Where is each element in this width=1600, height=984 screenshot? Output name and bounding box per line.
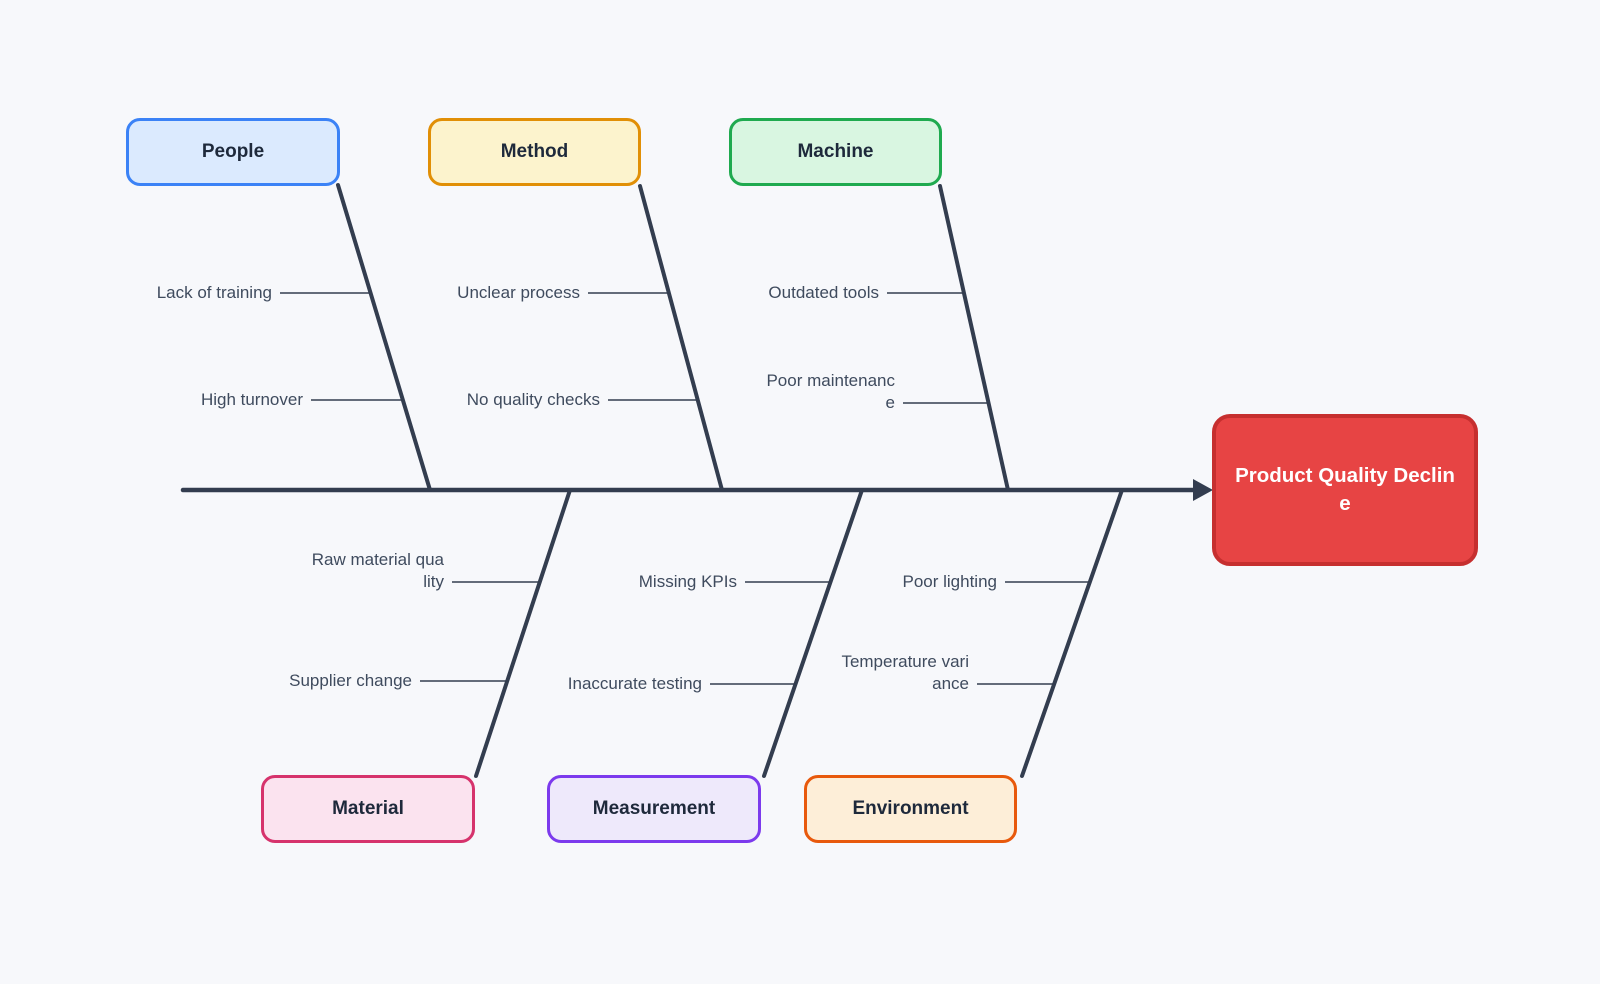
cause-label-missing-kpis: Missing KPIs bbox=[638, 572, 737, 591]
cause-label-poor-maintenance: Poor maintenanc e bbox=[766, 371, 895, 412]
cause-label-inaccurate-testing: Inaccurate testing bbox=[567, 674, 702, 693]
category-label-material: Material bbox=[332, 798, 404, 819]
bone-material bbox=[474, 488, 572, 778]
category-box-machine[interactable]: Machine bbox=[729, 118, 942, 186]
cause-label-lack-of-training: Lack of training bbox=[156, 283, 272, 302]
category-box-environment[interactable]: Environment bbox=[804, 775, 1017, 843]
category-box-people[interactable]: People bbox=[126, 118, 340, 186]
cause-label-high-turnover: High turnover bbox=[200, 390, 303, 409]
cause-label-outdated-tools: Outdated tools bbox=[768, 283, 879, 302]
cause-label-supplier-change: Supplier change bbox=[289, 671, 412, 690]
bone-environment bbox=[1020, 488, 1124, 778]
bone-measurement bbox=[762, 488, 864, 778]
cause-label-no-quality-checks: No quality checks bbox=[466, 390, 600, 409]
category-label-people: People bbox=[201, 141, 265, 162]
category-label-method: Method bbox=[500, 141, 569, 162]
cause-label-unclear-process: Unclear process bbox=[457, 283, 580, 302]
category-label-machine: Machine bbox=[797, 141, 874, 162]
bone-people bbox=[336, 183, 432, 492]
category-label-measurement: Measurement bbox=[592, 798, 716, 819]
effect-box[interactable]: Product Quality Declin e bbox=[1212, 414, 1478, 566]
bone-machine bbox=[938, 184, 1010, 492]
effect-label: Product Quality Declin e bbox=[1235, 464, 1455, 515]
bone-method bbox=[638, 184, 724, 492]
category-box-material[interactable]: Material bbox=[261, 775, 475, 843]
category-box-measurement[interactable]: Measurement bbox=[547, 775, 761, 843]
spine-arrowhead-icon bbox=[1193, 479, 1213, 501]
cause-label-poor-lighting: Poor lighting bbox=[902, 572, 997, 591]
category-box-method[interactable]: Method bbox=[428, 118, 641, 186]
category-label-environment: Environment bbox=[852, 798, 969, 819]
cause-label-raw-material-quality: Raw material qua lity bbox=[311, 550, 444, 591]
cause-label-temperature-variance: Temperature vari ance bbox=[841, 652, 969, 693]
